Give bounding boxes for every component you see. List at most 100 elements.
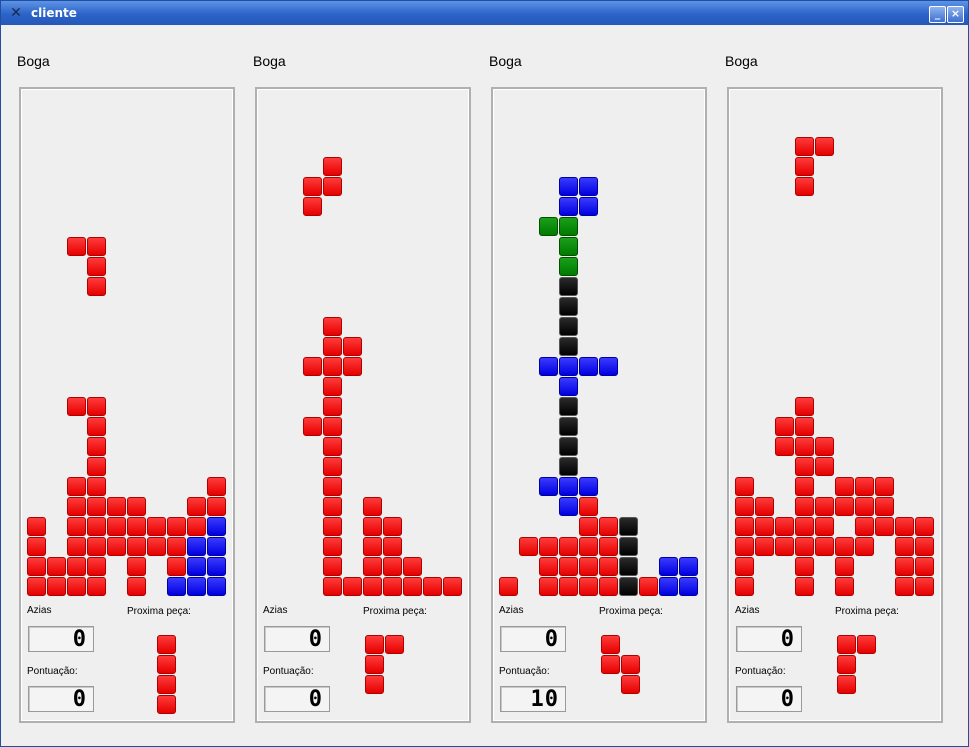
stack-red-block <box>363 577 382 596</box>
holes-label: Azias <box>27 605 52 616</box>
stack-red-block <box>599 517 618 536</box>
stack-red-block <box>323 557 342 576</box>
stack-red-block <box>443 577 462 596</box>
stack-red-block <box>895 577 914 596</box>
stack-red-block <box>383 537 402 556</box>
stack-red-block <box>67 577 86 596</box>
falling-red-block <box>303 177 322 196</box>
stack-black-block <box>559 437 578 456</box>
stack-red-block <box>915 557 934 576</box>
stack-red-block <box>323 457 342 476</box>
stack-red-block <box>539 557 558 576</box>
next-piece-label: Proxima peça: <box>835 606 899 617</box>
stack-red-block <box>383 517 402 536</box>
stack-red-block <box>915 517 934 536</box>
stack-green-block <box>559 257 578 276</box>
stack-red-block <box>323 417 342 436</box>
stack-red-block <box>107 537 126 556</box>
stack-red-block <box>755 517 774 536</box>
stack-red-block <box>343 577 362 596</box>
falling-red-block <box>323 177 342 196</box>
holes-lcd: 0 <box>736 626 802 652</box>
holes-label: Azias <box>735 605 760 616</box>
stack-red-block <box>323 337 342 356</box>
holes-value: 0 <box>544 627 559 652</box>
stack-red-block <box>875 517 894 536</box>
score-lcd: 0 <box>264 686 330 712</box>
tetris-board <box>19 87 235 723</box>
stack-red-block <box>579 537 598 556</box>
stack-red-block <box>27 537 46 556</box>
score-lcd: 0 <box>736 686 802 712</box>
stack-red-block <box>775 417 794 436</box>
holes-lcd: 0 <box>500 626 566 652</box>
falling-red-block <box>303 197 322 216</box>
holes-lcd: 0 <box>264 626 330 652</box>
stack-red-block <box>67 477 86 496</box>
stack-red-block <box>403 557 422 576</box>
stack-red-block <box>835 537 854 556</box>
stack-red-block <box>27 577 46 596</box>
holes-lcd: 0 <box>28 626 94 652</box>
stack-red-block <box>895 517 914 536</box>
stack-blue-block <box>579 357 598 376</box>
stack-red-block <box>735 577 754 596</box>
minimize-button[interactable]: _ <box>929 6 946 23</box>
stack-red-block <box>127 577 146 596</box>
stack-blue-block <box>579 477 598 496</box>
stack-red-block <box>735 497 754 516</box>
next-piece-label: Proxima peça: <box>127 606 191 617</box>
stack-black-block <box>619 577 638 596</box>
holes-value: 0 <box>72 627 87 652</box>
stack-red-block <box>835 577 854 596</box>
stack-red-block <box>539 537 558 556</box>
stack-red-block <box>875 497 894 516</box>
stack-red-block <box>27 557 46 576</box>
stack-red-block <box>875 477 894 496</box>
stack-red-block <box>559 537 578 556</box>
score-label: Pontuação: <box>27 666 78 677</box>
stack-blue-block <box>559 477 578 496</box>
stack-red-block <box>599 577 618 596</box>
window-title: cliente <box>31 6 77 20</box>
score-label: Pontuação: <box>735 666 786 677</box>
stack-blue-block <box>207 557 226 576</box>
stack-red-block <box>323 317 342 336</box>
tetris-board <box>727 87 943 723</box>
falling-red-block <box>87 277 106 296</box>
stack-red-block <box>87 517 106 536</box>
player-name: Boga <box>253 53 286 69</box>
stack-red-block <box>579 577 598 596</box>
stack-red-block <box>795 517 814 536</box>
stack-red-block <box>795 537 814 556</box>
stack-red-block <box>323 537 342 556</box>
stack-black-block <box>559 337 578 356</box>
stack-red-block <box>383 557 402 576</box>
stack-red-block <box>815 497 834 516</box>
stack-blue-block <box>207 577 226 596</box>
stack-red-block <box>795 477 814 496</box>
score-label: Pontuação: <box>263 666 314 677</box>
stack-red-block <box>775 537 794 556</box>
stack-red-block <box>895 557 914 576</box>
next-piece-red-block <box>157 675 176 694</box>
score-lcd: 10 <box>500 686 566 712</box>
next-piece-red-block <box>365 635 384 654</box>
falling-red-block <box>815 137 834 156</box>
stack-red-block <box>795 437 814 456</box>
stack-red-block <box>383 577 402 596</box>
x-app-icon[interactable]: ✕ <box>10 5 22 21</box>
next-piece-red-block <box>837 675 856 694</box>
title-bar[interactable]: ✕ cliente _ × <box>1 1 968 25</box>
stack-red-block <box>167 537 186 556</box>
stack-red-block <box>835 497 854 516</box>
stack-red-block <box>147 537 166 556</box>
stack-red-block <box>835 557 854 576</box>
stack-blue-block <box>659 577 678 596</box>
stack-red-block <box>363 517 382 536</box>
stack-red-block <box>323 437 342 456</box>
stack-red-block <box>147 517 166 536</box>
close-button[interactable]: × <box>947 6 964 23</box>
next-piece-red-block <box>601 655 620 674</box>
stack-red-block <box>403 577 422 596</box>
